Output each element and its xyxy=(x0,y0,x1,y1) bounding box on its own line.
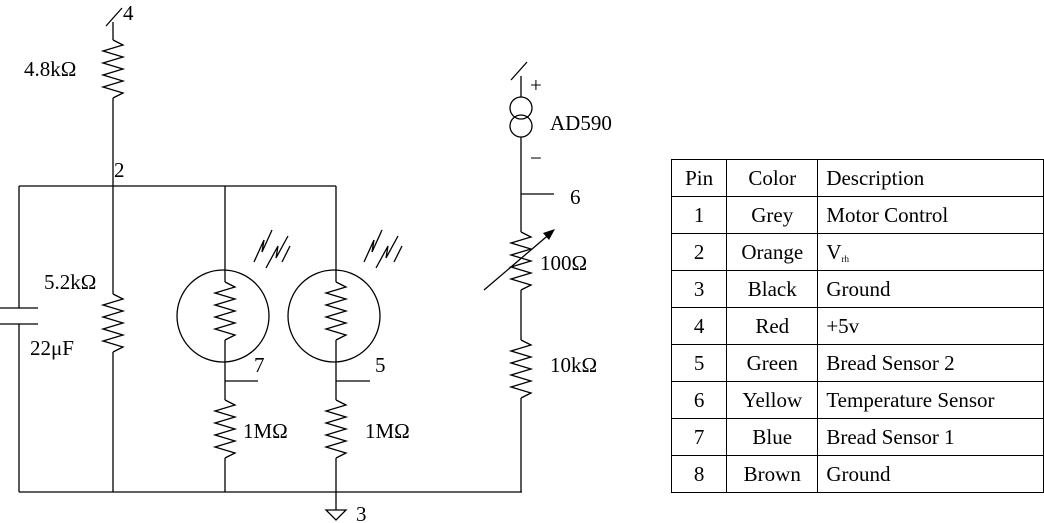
ground-symbol xyxy=(324,509,348,521)
ldr2-circle xyxy=(287,269,381,363)
color-cell: Grey xyxy=(726,196,819,234)
description-cell: Ground xyxy=(817,455,1044,493)
header-color: Color xyxy=(726,159,819,197)
pin-cell: 5 xyxy=(670,344,728,382)
pin-cell: 8 xyxy=(670,455,728,493)
ad590-terminal-mark xyxy=(510,61,528,81)
circuit-schematic: 4 4.8kΩ 2 5.2kΩ 22μF 7 5 1MΩ 1MΩ 3 + AD5… xyxy=(0,1,612,523)
pot-arrow-head xyxy=(543,229,555,240)
description-cell: Temperature Sensor xyxy=(817,381,1044,419)
description-cell: Vrh xyxy=(817,233,1044,271)
pin-cell: 1 xyxy=(670,196,728,234)
table-row: 5 Green Bread Sensor 2 xyxy=(670,344,1044,382)
description-cell: Ground xyxy=(817,270,1044,308)
resistor-10k xyxy=(508,339,534,399)
ad590-circle-bottom xyxy=(509,114,533,138)
color-cell: Black xyxy=(726,270,819,308)
pin-cell: 7 xyxy=(670,418,728,456)
label-r-4k8: 4.8kΩ xyxy=(24,57,76,81)
resistor-1m-b xyxy=(323,399,349,459)
label-node-7: 7 xyxy=(254,353,265,377)
ldr1-circle xyxy=(176,269,270,363)
pin-table: Pin Color Description 1 Grey Motor Contr… xyxy=(670,159,1044,493)
label-cap: 22μF xyxy=(30,336,74,360)
color-cell: Brown xyxy=(726,455,819,493)
label-minus: − xyxy=(530,146,542,170)
ldr1-resistor xyxy=(212,281,238,341)
vcc-terminal-mark xyxy=(105,7,123,27)
pin-cell: 2 xyxy=(670,233,728,271)
description-cell: Motor Control xyxy=(817,196,1044,234)
table-row: 1 Grey Motor Control xyxy=(670,196,1044,234)
description-subscript: rh xyxy=(841,253,849,264)
light-arrow-1c xyxy=(281,245,291,263)
label-plus: + xyxy=(530,73,542,97)
pin-cell: 6 xyxy=(670,381,728,419)
label-r-10k: 10kΩ xyxy=(550,353,597,377)
color-cell: Orange xyxy=(726,233,819,271)
ldr2-resistor xyxy=(323,281,349,341)
table-row: 3 Black Ground xyxy=(670,270,1044,308)
color-cell: Green xyxy=(726,344,819,382)
light-arrow-2a xyxy=(363,229,383,263)
label-r-1m-b: 1MΩ xyxy=(365,419,410,443)
label-r-100: 100Ω xyxy=(540,251,587,275)
label-node-4: 4 xyxy=(123,1,134,25)
potentiometer-100 xyxy=(508,231,534,291)
description-text: V xyxy=(826,239,842,264)
table-row: 8 Brown Ground xyxy=(670,455,1044,493)
table-row: 6 Yellow Temperature Sensor xyxy=(670,381,1044,419)
ad590-circle-top xyxy=(509,96,533,120)
color-cell: Red xyxy=(726,307,819,345)
table-row: 2 Orange Vrh xyxy=(670,233,1044,271)
label-node-6: 6 xyxy=(570,185,581,209)
color-cell: Blue xyxy=(726,418,819,456)
label-node-5: 5 xyxy=(375,353,386,377)
header-pin: Pin xyxy=(670,159,728,197)
light-arrow-1b xyxy=(265,235,289,269)
header-description: Description xyxy=(817,159,1044,197)
label-node-2: 2 xyxy=(114,158,125,182)
table-row: 4 Red +5v xyxy=(670,307,1044,345)
color-cell: Yellow xyxy=(726,381,819,419)
pin-table-header-row: Pin Color Description xyxy=(670,159,1044,197)
resistor-1m-a xyxy=(212,399,238,459)
resistor-5k2 xyxy=(100,293,126,353)
resistor-4k8 xyxy=(100,39,126,99)
light-arrow-1a xyxy=(253,229,273,263)
label-r-5k2: 5.2kΩ xyxy=(44,270,96,294)
pin-cell: 4 xyxy=(670,307,728,345)
light-arrow-2c xyxy=(393,245,403,263)
label-ad590: AD590 xyxy=(550,111,612,135)
pin-cell: 3 xyxy=(670,270,728,308)
description-cell: Bread Sensor 2 xyxy=(817,344,1044,382)
light-arrow-2b xyxy=(375,235,399,269)
label-node-3: 3 xyxy=(356,502,367,523)
description-cell: +5v xyxy=(817,307,1044,345)
table-row: 7 Blue Bread Sensor 1 xyxy=(670,418,1044,456)
pot-arrow-line xyxy=(483,231,553,291)
label-r-1m-a: 1MΩ xyxy=(243,419,288,443)
description-cell: Bread Sensor 1 xyxy=(817,418,1044,456)
